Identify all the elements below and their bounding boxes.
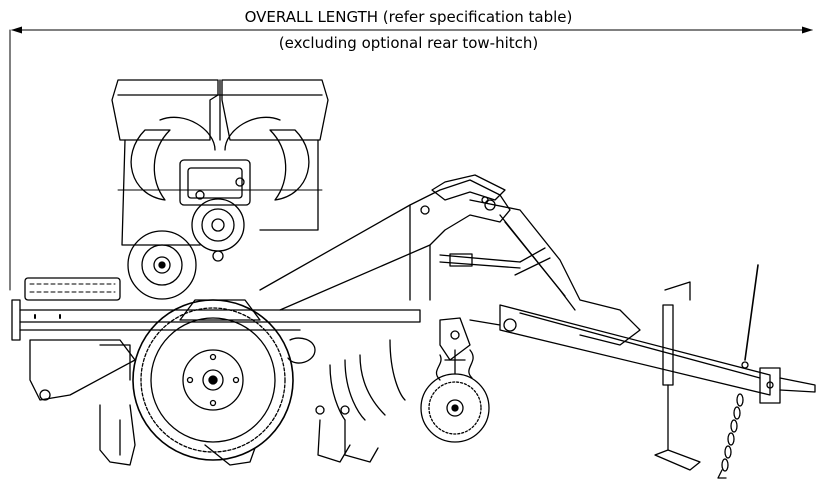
drawbar [499, 304, 816, 404]
lift-arm [259, 179, 641, 346]
walkway-step [24, 277, 121, 301]
jack-stand [654, 281, 701, 471]
lift-arm-top [431, 174, 506, 204]
main-wheel [132, 299, 294, 461]
rear-disc [420, 349, 490, 443]
main-frame [11, 299, 421, 401]
overall-length-note: (excluding optional rear tow-hitch) [278, 34, 539, 52]
dimension-line [9, 26, 813, 291]
gauge-wheel [127, 230, 197, 300]
hitch-pin [741, 264, 759, 369]
overall-length-label: OVERALL LENGTH (refer specification tabl… [244, 8, 573, 26]
hydraulic-ram [439, 214, 576, 311]
rear-openers [315, 339, 406, 463]
metering-unit [130, 116, 310, 262]
safety-chain [717, 393, 744, 479]
wheel-bracket [179, 299, 316, 364]
pivot-assembly [439, 317, 517, 361]
spring-tine [435, 349, 474, 381]
front-openers [99, 404, 256, 466]
seed-hopper [111, 79, 329, 246]
